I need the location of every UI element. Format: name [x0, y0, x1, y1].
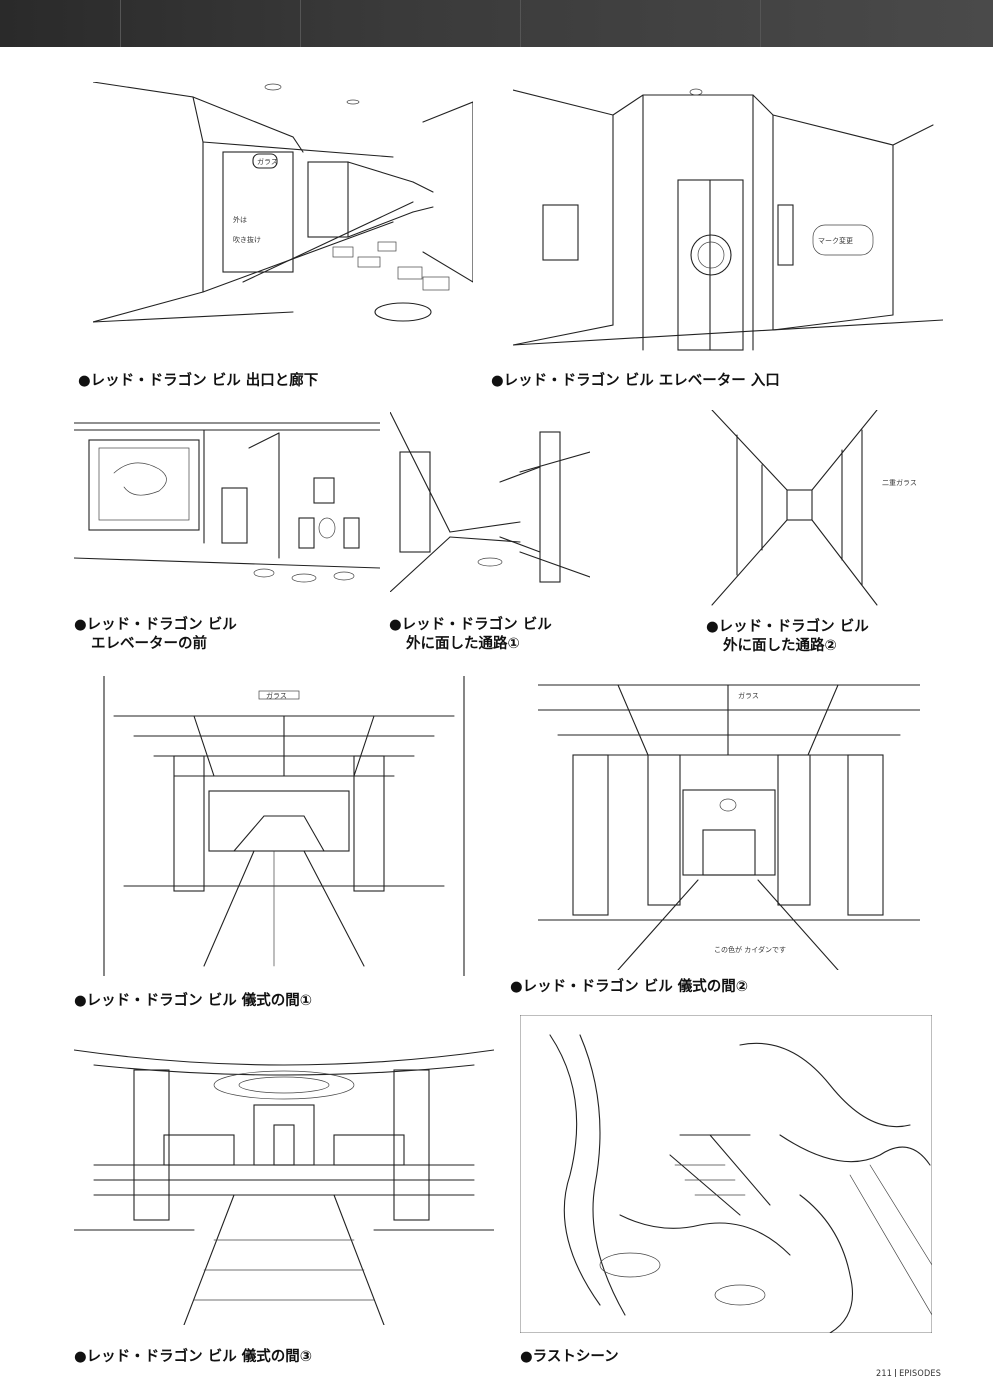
- caption-elevator-front: ●レッド・ドラゴン ビル エレベーターの前: [74, 616, 237, 654]
- caption-outside-passage-2-l1: ●レッド・ドラゴン ビル: [706, 619, 869, 635]
- caption-outside-passage-1: ●レッド・ドラゴン ビル 外に面した通路①: [389, 616, 552, 654]
- page-number: 211: [876, 1369, 893, 1379]
- sketch-outside-passage-2: 二重ガラス: [692, 410, 942, 610]
- sketch-ceremony-room-3: [74, 1040, 494, 1325]
- sketch-ceremony-room-1: ガラス: [74, 676, 474, 976]
- caption-elevator-front-l1: ●レッド・ドラゴン ビル: [74, 617, 237, 633]
- note-garasu-3: ガラス: [738, 691, 759, 700]
- note-garasu: ガラス: [257, 157, 278, 166]
- caption-outside-passage-2: ●レッド・ドラゴン ビル 外に面した通路②: [706, 618, 869, 656]
- sketch-ceremony-room-2: ガラス この色が カイダンです: [538, 680, 920, 970]
- top-banner: [0, 0, 993, 47]
- caption-elevator-entrance: ●レッド・ドラゴン ビル エレベーター 入口: [491, 373, 780, 389]
- sketch-elevator-entrance: マーク変更: [513, 85, 943, 360]
- caption-last-scene: ●ラストシーン: [520, 1349, 619, 1365]
- caption-ceremony-room-3: ●レッド・ドラゴン ビル 儀式の間③: [74, 1349, 313, 1365]
- caption-outside-passage-1-l1: ●レッド・ドラゴン ビル: [389, 617, 552, 633]
- sketch-last-scene: [520, 1015, 932, 1333]
- note-soto: 外は: [233, 215, 247, 224]
- note-kaitan: この色が カイダンです: [714, 945, 786, 954]
- caption-ceremony-room-2: ●レッド・ドラゴン ビル 儀式の間②: [510, 979, 749, 995]
- sketch-outside-passage-1: [390, 412, 590, 592]
- section-name: EPISODES: [899, 1369, 942, 1379]
- caption-exit-corridor: ●レッド・ドラゴン ビル 出口と廊下: [78, 373, 319, 389]
- page-footer: 211 EPISODES: [876, 1369, 941, 1379]
- sketch-elevator-front: [74, 418, 380, 588]
- note-mark: マーク変更: [818, 236, 853, 245]
- caption-elevator-front-l2: エレベーターの前: [91, 636, 207, 652]
- note-garasu-2: ガラス: [266, 691, 287, 700]
- note-fukinuke: 吹き抜け: [233, 235, 261, 244]
- note-nikai: 二重ガラス: [882, 478, 917, 487]
- sketch-exit-corridor: ガラス 外は 吹き抜け: [93, 82, 473, 362]
- caption-outside-passage-2-l2: 外に面した通路②: [723, 638, 837, 654]
- caption-ceremony-room-1: ●レッド・ドラゴン ビル 儀式の間①: [74, 993, 313, 1009]
- caption-outside-passage-1-l2: 外に面した通路①: [406, 636, 520, 652]
